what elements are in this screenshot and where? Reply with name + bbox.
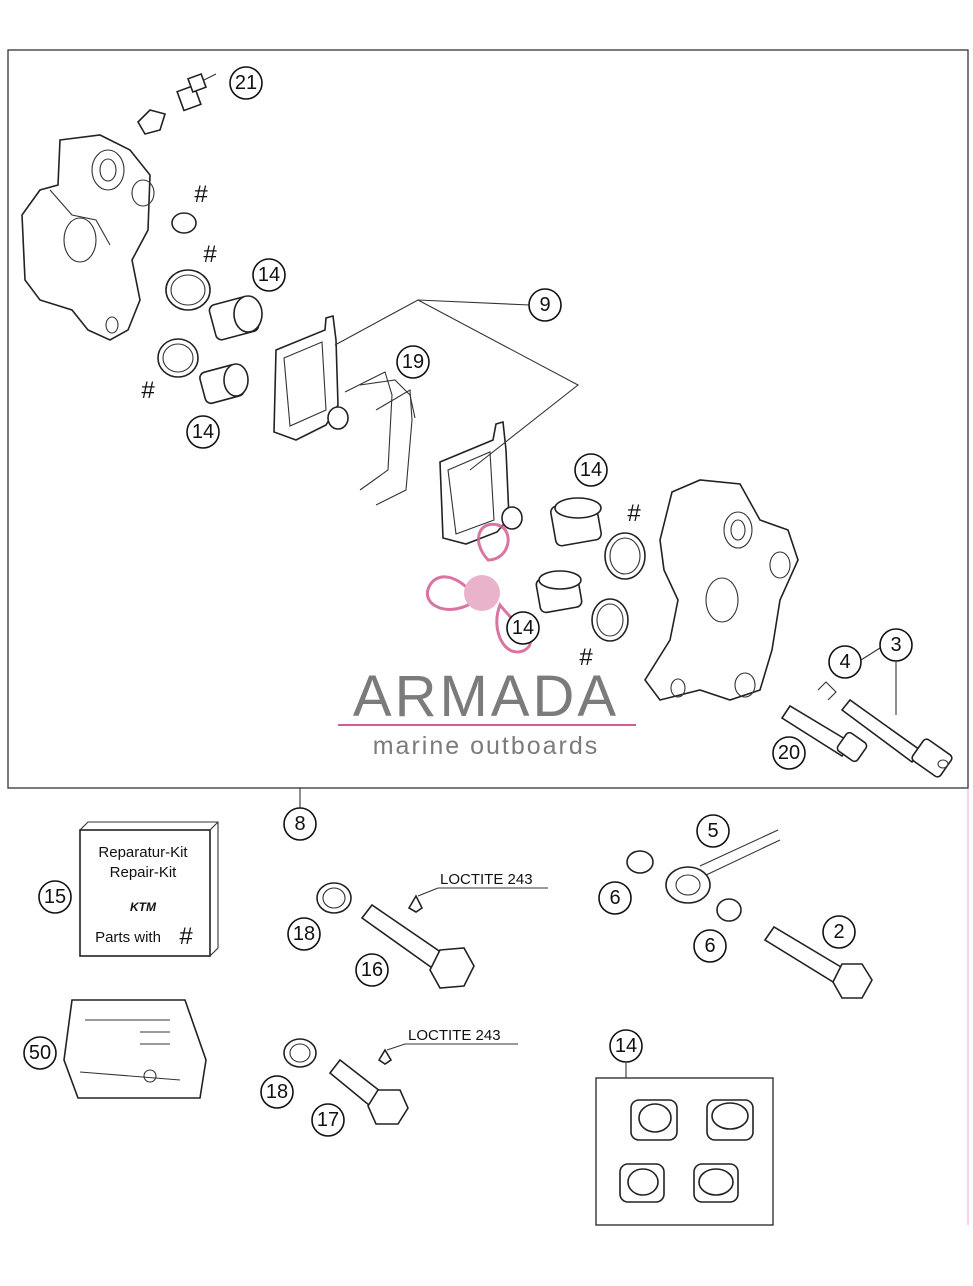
loctite-label: LOCTITE 243 <box>408 1027 501 1044</box>
svg-text:14: 14 <box>580 459 602 481</box>
callout-15: 15 <box>38 880 72 914</box>
callout-3: 3 <box>879 628 913 662</box>
callout-17: 17 <box>311 1103 345 1137</box>
pad-spring <box>344 371 416 506</box>
svg-text:16: 16 <box>361 959 383 981</box>
callout-16: 16 <box>355 953 389 987</box>
callout-14: 14 <box>252 258 286 292</box>
piston <box>199 363 249 405</box>
callout-20: 20 <box>772 736 806 770</box>
piston <box>706 1099 754 1141</box>
callout-50: 50 <box>23 1036 57 1070</box>
svg-text:17: 17 <box>317 1109 339 1131</box>
svg-text:14: 14 <box>512 617 534 639</box>
brake-pad <box>439 420 523 545</box>
seal-ring <box>591 598 629 642</box>
repair-kit-hash: # <box>179 923 193 950</box>
callout-14: 14 <box>506 611 540 645</box>
hash-mark: # <box>141 377 155 404</box>
main-assembly-frame <box>7 49 969 789</box>
brake-line-banjo <box>665 829 781 904</box>
sealing-washer <box>716 898 742 922</box>
svg-text:6: 6 <box>704 935 715 957</box>
callout-2: 2 <box>822 915 856 949</box>
svg-text:14: 14 <box>192 421 214 443</box>
seal-ring <box>165 269 211 311</box>
callout-14: 14 <box>609 1029 643 1063</box>
callout-5: 5 <box>696 814 730 848</box>
brake-pad <box>273 314 349 441</box>
watermark-name: ARMADA <box>353 664 619 729</box>
repair-kit-title-de: Reparatur-Kit <box>98 844 188 861</box>
svg-text:5: 5 <box>707 820 718 842</box>
watermark-tagline: marine outboards <box>373 732 600 760</box>
washer <box>283 1038 317 1068</box>
loctite-leader <box>386 1043 518 1051</box>
svg-text:4: 4 <box>839 651 850 673</box>
piston <box>619 1163 665 1203</box>
banjo-bolt <box>763 925 873 999</box>
callout-8: 8 <box>283 807 317 841</box>
repair-kit-title-en: Repair-Kit <box>110 864 178 881</box>
hash-mark: # <box>627 500 641 527</box>
svg-text:19: 19 <box>402 351 424 373</box>
callout-21: 21 <box>229 66 263 100</box>
svg-text:6: 6 <box>609 887 620 909</box>
callout-18: 18 <box>287 917 321 951</box>
svg-text:3: 3 <box>890 634 901 656</box>
svg-text:50: 50 <box>29 1042 51 1064</box>
callout-leader <box>334 299 580 471</box>
hash-mark: # <box>579 644 593 671</box>
washer <box>316 882 352 914</box>
seal-ring <box>171 212 197 234</box>
callout-9: 9 <box>528 288 562 322</box>
loctite-label: LOCTITE 243 <box>440 871 533 888</box>
mounting-bolt <box>328 1048 409 1125</box>
mounting-bolt <box>360 894 475 989</box>
right-caliper-housing <box>644 479 799 701</box>
svg-text:14: 14 <box>615 1035 637 1057</box>
callout-18: 18 <box>260 1075 294 1109</box>
loctite-leader <box>417 887 548 897</box>
callout-14: 14 <box>574 453 608 487</box>
svg-text:20: 20 <box>778 742 800 764</box>
piston <box>630 1099 678 1141</box>
piston-set-box <box>595 1077 774 1226</box>
guide-pin <box>780 704 868 763</box>
svg-text:21: 21 <box>235 72 257 94</box>
seal-ring <box>604 532 646 580</box>
seal-ring <box>157 338 199 378</box>
caliper-bolt <box>840 698 953 778</box>
ktm-logo: KTM <box>130 900 157 914</box>
piston <box>535 570 583 614</box>
piston <box>693 1163 739 1203</box>
svg-text:2: 2 <box>833 921 844 943</box>
retaining-clip <box>817 681 837 701</box>
hash-mark: # <box>194 181 208 208</box>
svg-text:15: 15 <box>44 886 66 908</box>
piston <box>208 295 263 341</box>
svg-text:14: 14 <box>258 264 280 286</box>
callout-6: 6 <box>693 929 727 963</box>
hash-mark: # <box>203 241 217 268</box>
svg-text:18: 18 <box>266 1081 288 1103</box>
piston <box>550 497 602 547</box>
svg-text:9: 9 <box>539 294 550 316</box>
svg-text:8: 8 <box>294 813 305 835</box>
svg-text:18: 18 <box>293 923 315 945</box>
repair-kit-parts-label: Parts with <box>95 929 161 946</box>
instruction-sticker <box>63 999 207 1099</box>
repair-kit-box: Reparatur-Kit Repair-Kit KTM Parts with … <box>79 821 219 957</box>
callout-14: 14 <box>186 415 220 449</box>
callout-19: 19 <box>396 345 430 379</box>
callout-6: 6 <box>598 881 632 915</box>
left-caliper-housing <box>21 134 155 341</box>
callout-4: 4 <box>828 645 862 679</box>
bleeder-valve <box>136 73 217 135</box>
sealing-washer <box>626 850 654 874</box>
